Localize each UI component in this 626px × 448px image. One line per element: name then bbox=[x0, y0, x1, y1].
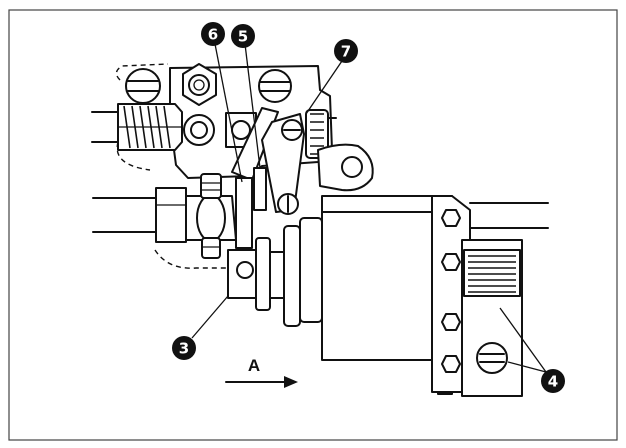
screw-top-left bbox=[125, 68, 161, 104]
svg-text:4: 4 bbox=[548, 373, 558, 391]
upper-shaft bbox=[91, 111, 119, 143]
stopper-plates bbox=[235, 167, 267, 249]
callout-3: 3 bbox=[172, 336, 196, 360]
spool-cam bbox=[185, 173, 237, 259]
main-shaft bbox=[92, 197, 549, 233]
callout-4: 4 bbox=[541, 369, 565, 393]
svg-text:3: 3 bbox=[179, 340, 189, 358]
callout-6: 6 bbox=[201, 22, 225, 46]
diagram-frame bbox=[8, 9, 618, 441]
washer-mid bbox=[183, 114, 215, 146]
leader-lines bbox=[191, 43, 547, 373]
callout-7: 7 bbox=[334, 39, 358, 63]
direction-arrow-a: A bbox=[225, 356, 298, 388]
screw-top-right bbox=[258, 69, 292, 103]
set-collar-left bbox=[155, 187, 187, 243]
callout-5: 5 bbox=[231, 24, 255, 48]
right-spring-bracket bbox=[461, 239, 523, 397]
arrow-label: A bbox=[248, 356, 260, 375]
lever-right bbox=[261, 113, 305, 215]
left-spring-housing bbox=[117, 103, 183, 151]
bracket-ear bbox=[317, 143, 374, 192]
upper-right-collar bbox=[305, 109, 337, 159]
mounting-plate bbox=[431, 195, 471, 393]
hex-nut-top bbox=[182, 63, 217, 106]
svg-text:5: 5 bbox=[238, 28, 248, 46]
dashed-outline-lower bbox=[154, 249, 230, 269]
brake-discs bbox=[255, 217, 323, 327]
svg-text:6: 6 bbox=[208, 26, 218, 44]
svg-text:7: 7 bbox=[341, 43, 351, 61]
